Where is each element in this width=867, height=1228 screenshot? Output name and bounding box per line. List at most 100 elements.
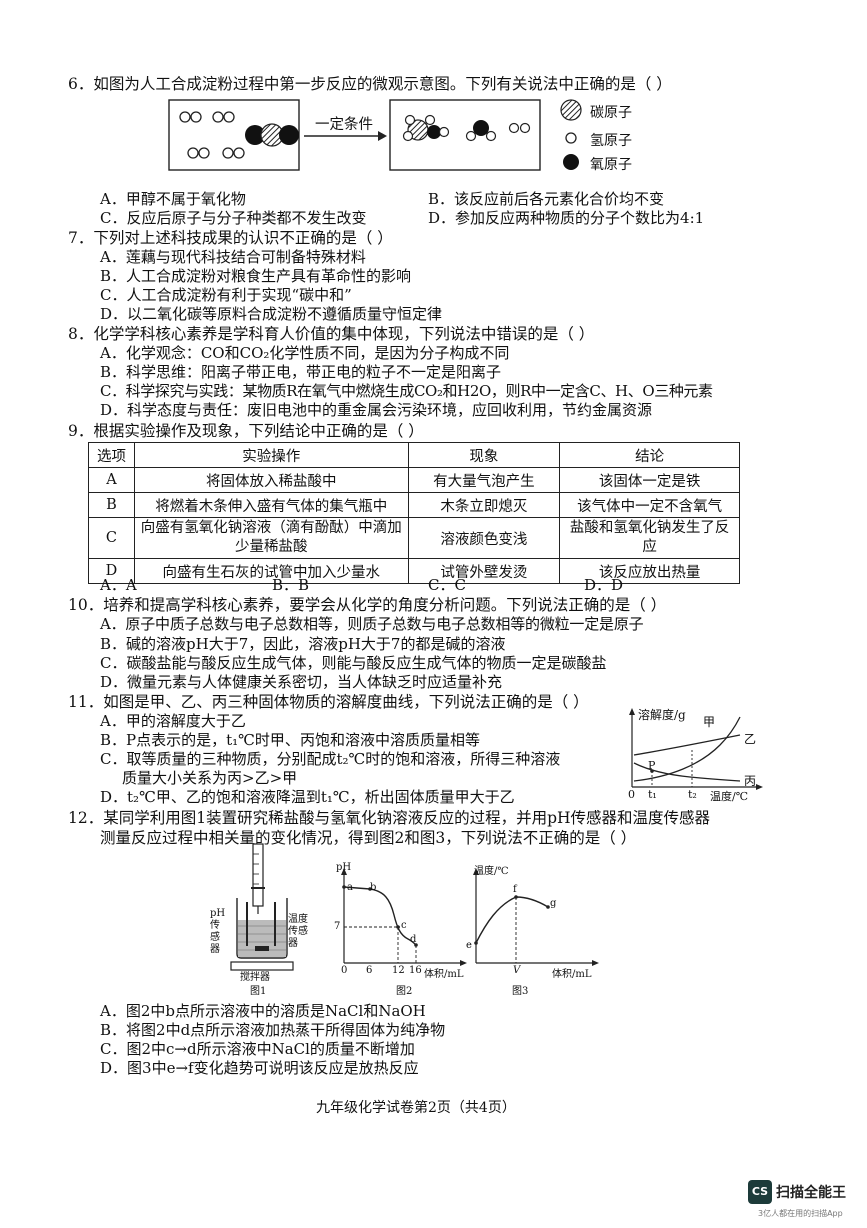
q11-option-b: B．P点表示的是，t₁℃时甲、丙饱和溶液中溶质质量相等	[100, 731, 480, 749]
fig2-point-d: d	[410, 934, 417, 945]
cell: 将燃着木条伸入盛有气体的集气瓶中	[133, 492, 409, 518]
q11-option-c: C．取等质量的三种物质，分别配成t₂℃时的饱和溶液，所得三种溶液	[100, 750, 561, 768]
fig2-x12: 12	[392, 965, 405, 976]
fig3-point-e: e	[466, 940, 472, 951]
ph-curve	[343, 886, 417, 946]
q8-option-b: B．科学思维：阳离子带正电，带正电的粒子不一定是阳离子	[100, 363, 502, 381]
temp-curve	[475, 896, 549, 944]
q11-option-a: A．甲的溶解度大于乙	[100, 712, 246, 730]
cell: 向盛有氢氧化钠溶液（滴有酚酞）中滴加少量稀盐酸	[133, 517, 409, 559]
table-row: A 将固体放入稀盐酸中 有大量气泡产生 该固体一定是铁	[88, 467, 740, 493]
q9-stem: 9．根据实验操作及现象，下列结论中正确的是（ ）	[68, 422, 424, 440]
fig2-xlabel: 体积/mL	[424, 969, 464, 980]
q9-option-a: A．A	[100, 576, 137, 594]
q11-label-bing: 丙	[744, 774, 757, 788]
fig3-point-g: g	[550, 898, 557, 909]
fig1-caption: 图1	[250, 986, 267, 997]
watermark-name: 扫描全能王	[776, 1185, 846, 1201]
q12-stem-line2: 测量反应过程中相关量的变化情况，得到图2和图3，下列说法不正确的是（ ）	[100, 829, 637, 847]
cell: C	[88, 517, 135, 559]
burette	[252, 843, 264, 907]
cell: 有大量气泡产生	[407, 467, 561, 493]
q12-option-d: D．图3中e→f变化趋势可说明该反应是放热反应	[100, 1059, 419, 1077]
cell: 将固体放入稀盐酸中	[133, 467, 409, 493]
q8-stem: 8．化学学科核心素养是学科育人价值的集中体现，下列说法中错误的是（ ）	[68, 325, 595, 343]
q11-solubility-chart	[629, 708, 763, 790]
cell: 盐酸和氢氧化钠发生了反应	[559, 517, 740, 559]
fig2-ylabel: pH	[336, 862, 352, 873]
q6-stem: 6．如图为人工合成淀粉过程中第一步反应的微观示意图。下列有关说法中正确的是（ ）	[68, 75, 672, 93]
header-conclusion: 结论	[559, 442, 740, 468]
cell: 木条立即熄灭	[407, 492, 561, 518]
q6-reaction-diagram	[168, 99, 582, 171]
fig2-x0: 0	[341, 965, 348, 976]
q6-option-c: C．反应后原子与分子种类都不发生改变	[100, 209, 367, 227]
legend-hydrogen: 氢原子	[590, 133, 632, 149]
q11-label-jia: 甲	[703, 715, 716, 729]
cell: 向盛有生石灰的试管中加入少量水	[133, 558, 409, 584]
fig2-point-b: b	[370, 882, 377, 893]
q9-option-c: C．C	[428, 576, 466, 594]
q12-option-c: C．图2中c→d所示溶液中NaCl的质量不断增加	[100, 1040, 415, 1058]
fig3-x-v: V	[513, 965, 521, 976]
cell: D	[88, 558, 135, 584]
q10-stem: 10．培养和提高学科核心素养，要学会从化学的角度分析问题。下列说法正确的是（ ）	[68, 596, 667, 614]
q8-option-a: A．化学观念：CO和CO₂化学性质不同，是因为分子构成不同	[100, 344, 510, 362]
header-operation: 实验操作	[133, 442, 409, 468]
cell: A	[88, 467, 135, 493]
q11-option-c-cont: 质量大小关系为丙>乙>甲	[122, 769, 298, 787]
q11-t2: t₂	[688, 788, 697, 801]
stirrer	[230, 961, 294, 971]
q9-option-b: B．B	[272, 576, 310, 594]
q10-option-a: A．原子中质子总数与电子总数相等，则质子总数与电子总数相等的微粒一定是原子	[100, 615, 644, 633]
fig1-temp-sensor-label: 温度传感器	[288, 914, 308, 949]
fig2-x6: 6	[366, 965, 373, 976]
hydrogen-atom-icon	[565, 132, 577, 144]
q11-option-d: D．t₂℃甲、乙的饱和溶液降温到t₁℃，析出固体质量甲大于乙	[100, 788, 515, 806]
q7-option-b: B．人工合成淀粉对粮食生产具有革命性的影响	[100, 267, 412, 285]
table-row: D 向盛有生石灰的试管中加入少量水 试管外壁发烫 该反应放出热量	[88, 558, 740, 584]
cell: 该固体一定是铁	[559, 467, 740, 493]
curve-jia	[633, 716, 741, 782]
q12-stem-line1: 12．某同学利用图1装置研究稀盐酸与氢氧化钠溶液反应的过程，并用pH传感器和温度…	[68, 809, 711, 827]
q12-option-a: A．图2中b点所示溶液中的溶质是NaCl和NaOH	[100, 1002, 426, 1020]
fig2-ph-chart	[341, 868, 467, 966]
cell: 溶液颜色变浅	[407, 517, 561, 559]
cs-logo-icon: CS	[748, 1180, 772, 1204]
carbon-atom-icon	[560, 99, 582, 121]
q11-origin: 0	[628, 788, 635, 801]
fig3-ylabel: 温度/℃	[474, 866, 509, 877]
solution	[238, 920, 286, 957]
q10-option-b: B．碱的溶液pH大于7，因此，溶液pH大于7的都是碱的溶液	[100, 635, 506, 653]
camscanner-watermark: CS 扫描全能王 3亿人都在用的扫描App	[748, 1180, 863, 1224]
q11-xlabel: 温度/℃	[710, 790, 749, 803]
q8-option-d: D．科学态度与责任：废旧电池中的重金属会污染环境，应回收利用，节约金属资源	[100, 401, 653, 419]
table-header-row: 选项 实验操作 现象 结论	[88, 442, 740, 468]
q6-option-a: A．甲醇不属于氧化物	[100, 190, 246, 208]
header-phenomenon: 现象	[407, 442, 561, 468]
q10-option-c: C．碳酸盐能与酸反应生成气体，则能与酸反应生成气体的物质一定是碳酸盐	[100, 654, 607, 672]
q11-point-p: P	[648, 759, 656, 772]
q7-stem: 7．下列对上述科技成果的认识不正确的是（ ）	[68, 229, 393, 247]
cell: 试管外壁发烫	[407, 558, 561, 584]
fig1-stirrer-label: 搅拌器	[240, 972, 270, 983]
q6-option-d: D．参加反应两种物质的分子个数比为4:1	[428, 209, 705, 227]
fig3-xlabel: 体积/mL	[552, 969, 592, 980]
q11-label-yi: 乙	[744, 732, 757, 746]
fig3-caption: 图3	[512, 986, 529, 997]
cell: 该气体中一定不含氧气	[559, 492, 740, 518]
fig3-point-f: f	[513, 884, 517, 895]
watermark-sub: 3亿人都在用的扫描App	[758, 1209, 843, 1218]
table-row: C 向盛有氢氧化钠溶液（滴有酚酞）中滴加少量稀盐酸 溶液颜色变浅 盐酸和氢氧化钠…	[88, 517, 740, 559]
curve-yi	[633, 734, 741, 756]
fig2-point-a: a	[347, 882, 353, 893]
q7-option-d: D．以二氧化碳等原料合成淀粉不遵循质量守恒定律	[100, 305, 443, 323]
fig2-point-c: c	[401, 920, 407, 931]
fig2-caption: 图2	[396, 986, 413, 997]
q9-experiment-table: 选项 实验操作 现象 结论 A 将固体放入稀盐酸中 有大量气泡产生 该固体一定是…	[88, 442, 740, 584]
table-row: B 将燃着木条伸入盛有气体的集气瓶中 木条立即熄灭 该气体中一定不含氧气	[88, 492, 740, 518]
q6-arrow-label: 一定条件	[313, 113, 375, 134]
q12-option-b: B．将图2中d点所示溶液加热蒸干所得固体为纯净物	[100, 1021, 446, 1039]
cell: 该反应放出热量	[559, 558, 740, 584]
q9-option-d: D．D	[584, 576, 624, 594]
